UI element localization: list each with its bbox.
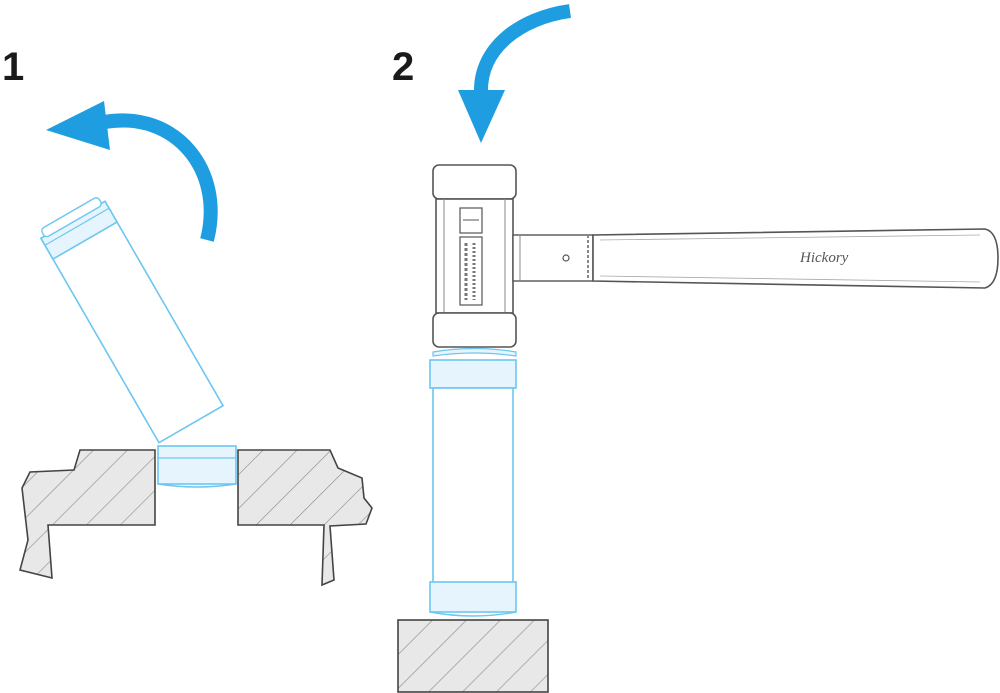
step-2-number: 2	[392, 45, 414, 89]
impact-ring	[432, 347, 517, 357]
housing-cross-section	[19, 449, 373, 587]
mallet-hammer	[432, 164, 999, 348]
curved-down-arrow-icon	[458, 4, 572, 143]
vertical-sleeve	[429, 359, 517, 617]
rotate-ccw-arrow-icon	[46, 101, 218, 242]
support-block	[397, 619, 549, 693]
tilted-sleeve	[39, 197, 225, 444]
step-1-number: 1	[2, 45, 24, 89]
seated-ring	[157, 445, 237, 488]
handle-brand-label: Hickory	[799, 250, 849, 266]
